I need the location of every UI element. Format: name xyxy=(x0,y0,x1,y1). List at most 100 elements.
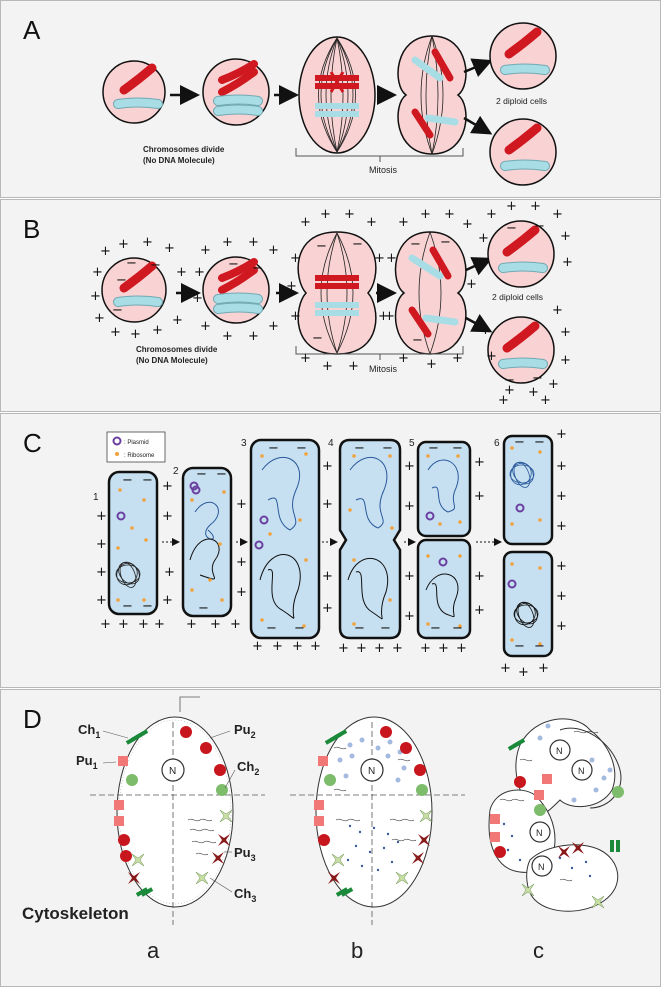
svg-text:+: + xyxy=(118,237,129,252)
svg-text:+: + xyxy=(322,569,333,584)
svg-text:+: + xyxy=(556,459,567,474)
mitosis-diagram-b: Mitosis 2 diploid cells Chromosomes divi… xyxy=(90,199,573,408)
dark-red-pump-icon xyxy=(218,834,230,846)
svg-text:+: + xyxy=(94,311,105,326)
svg-text:+: + xyxy=(272,639,283,654)
svg-text:+: + xyxy=(192,291,203,306)
svg-text:+: + xyxy=(560,325,571,340)
svg-text:+: + xyxy=(130,327,141,342)
svg-text:+: + xyxy=(420,207,431,222)
svg-text:+: + xyxy=(356,641,367,656)
nucleus-label-c3: N xyxy=(536,828,543,838)
cell-parent-b xyxy=(101,257,167,323)
svg-text:−: − xyxy=(228,257,239,272)
green-pump-icon xyxy=(216,784,228,796)
svg-text:+: + xyxy=(552,207,563,222)
svg-text:+: + xyxy=(556,427,567,442)
svg-text:+: + xyxy=(92,265,103,280)
svg-text:+: + xyxy=(404,499,415,514)
svg-text:+: + xyxy=(456,641,467,656)
cell-anaphase xyxy=(397,35,467,155)
svg-text:+: + xyxy=(420,641,431,656)
svg-text:+: + xyxy=(142,235,153,250)
channel-green-icon xyxy=(125,729,149,745)
svg-text:−: − xyxy=(514,639,525,654)
svg-text:+: + xyxy=(96,509,107,524)
svg-text:+: + xyxy=(344,207,355,222)
svg-text:+: + xyxy=(222,329,233,344)
svg-text:+: + xyxy=(338,641,349,656)
svg-text:+: + xyxy=(518,665,529,680)
panel-c-label: C xyxy=(23,428,42,458)
svg-text:−: − xyxy=(294,621,305,636)
svg-text:+: + xyxy=(378,309,389,324)
legend-ribosome: : Ribosome xyxy=(124,453,155,459)
caption-line1-b: Chromosomes divide xyxy=(136,345,218,354)
svg-text:+: + xyxy=(498,393,509,408)
svg-text:−: − xyxy=(122,599,133,614)
pink-pump-icon xyxy=(118,756,128,766)
svg-text:−: − xyxy=(532,371,543,386)
nucleus-a xyxy=(161,758,185,782)
svg-text:+: + xyxy=(474,603,485,618)
svg-text:+: + xyxy=(310,639,321,654)
svg-text:−: − xyxy=(506,221,517,236)
svg-text:+: + xyxy=(374,251,385,266)
svg-text:+: + xyxy=(556,619,567,634)
svg-text:+: + xyxy=(556,559,567,574)
svg-text:+: + xyxy=(530,199,541,214)
svg-text:−: − xyxy=(116,273,127,288)
daughter-cell-top xyxy=(489,22,557,90)
svg-text:+: + xyxy=(480,323,491,338)
svg-text:+: + xyxy=(268,243,279,258)
label-ch1: Ch1 xyxy=(78,722,100,740)
daughter-label-b: 2 diploid cells xyxy=(492,292,543,302)
nucleus-b xyxy=(360,758,384,782)
svg-text:+: + xyxy=(200,243,211,258)
svg-text:+: + xyxy=(248,235,259,250)
svg-text:−: − xyxy=(534,639,545,654)
nucleus-label-c4: N xyxy=(538,862,545,872)
step-4: 4 xyxy=(328,438,334,449)
svg-text:−: − xyxy=(268,441,279,456)
svg-text:+: + xyxy=(474,455,485,470)
cell-a: N xyxy=(76,696,265,925)
sublabel-a: a xyxy=(147,938,160,963)
daughter-cell-bottom xyxy=(489,118,557,186)
label-pu1: Pu1 xyxy=(76,753,98,771)
svg-text:+: + xyxy=(222,235,233,250)
cell-anaphase-b xyxy=(394,231,467,355)
svg-text:+: + xyxy=(96,593,107,608)
svg-text:+: + xyxy=(474,489,485,504)
svg-text:+: + xyxy=(348,359,359,374)
nucleus-label-c1: N xyxy=(556,746,563,756)
nucleus-label-a: N xyxy=(169,766,176,777)
label-ch2: Ch2 xyxy=(237,759,259,777)
ion-channel-diagram: N xyxy=(22,696,624,963)
step-2: 2 xyxy=(173,466,179,477)
svg-text:+: + xyxy=(162,509,173,524)
svg-text:+: + xyxy=(404,459,415,474)
svg-text:+: + xyxy=(444,207,455,222)
charges-b: ++++ ++++ ++++ ++++ ++++ ++ ++++ ++++ ++… xyxy=(90,199,573,408)
svg-text:+: + xyxy=(236,555,247,570)
svg-text:−: − xyxy=(354,621,365,636)
caption-line2-b: (No DNA Molecule) xyxy=(136,356,208,365)
charges-c: ++++ ++++ ++++ +++ +++ ++++ ++++ ++++ ++… xyxy=(96,427,567,680)
svg-text:+: + xyxy=(292,639,303,654)
svg-text:+: + xyxy=(556,589,567,604)
svg-text:+: + xyxy=(300,351,311,366)
cell-duplicated-b xyxy=(202,256,270,324)
svg-text:+: + xyxy=(374,641,385,656)
svg-text:−: − xyxy=(352,237,363,252)
svg-text:+: + xyxy=(548,377,559,392)
svg-text:+: + xyxy=(322,601,333,616)
svg-text:+: + xyxy=(528,385,539,400)
mitosis-label-b: Mitosis xyxy=(369,364,398,374)
plasmid-icon xyxy=(112,436,122,446)
svg-text:+: + xyxy=(100,617,111,632)
svg-text:+: + xyxy=(320,207,331,222)
svg-text:+: + xyxy=(426,357,437,372)
svg-text:−: − xyxy=(198,601,209,616)
svg-text:+: + xyxy=(478,231,489,246)
